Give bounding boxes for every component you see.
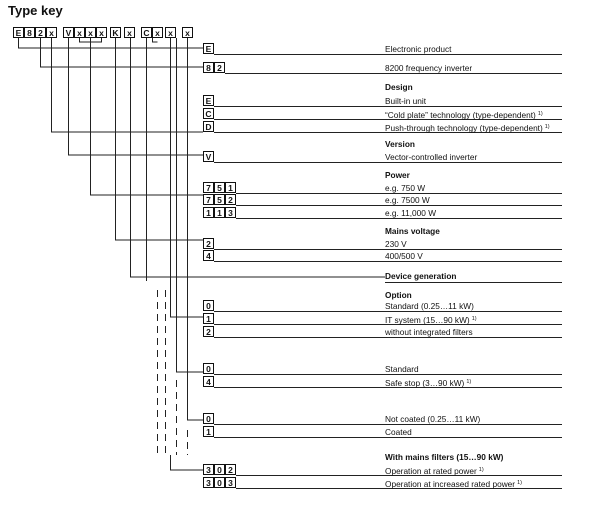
power-option-label: e.g. 11,000 W (385, 208, 437, 218)
code-box: 2 (203, 238, 214, 249)
design-option-label: “Cold plate” technology (type-dependent)… (385, 110, 543, 120)
generation-heading: Device generation (385, 271, 457, 281)
code-box: 8 (203, 62, 214, 73)
code-box: 5 (214, 194, 225, 205)
electronic-label: Electronic product (385, 44, 452, 54)
design-heading: Design (385, 82, 413, 92)
code-box: V (203, 151, 214, 162)
code-cell: x (46, 27, 57, 38)
power-option-label: e.g. 750 W (385, 183, 426, 193)
line-safety (176, 38, 203, 373)
mains-heading: Mains voltage (385, 226, 440, 236)
line-version (68, 38, 203, 156)
design-option-label: Push-through technology (type-dependent)… (385, 123, 550, 133)
code-box: 7 (203, 182, 214, 193)
code-cell: 2 (35, 27, 46, 38)
filters-heading: With mains filters (15…90 kW) (385, 452, 504, 462)
code-box: 7 (203, 194, 214, 205)
code-box: 3 (203, 464, 214, 475)
power-option-label: e.g. 7500 W (385, 195, 430, 205)
option-label: Standard (0.25…11 kW) (385, 301, 474, 311)
page-title: Type key (8, 3, 63, 18)
option-label: without integrated filters (385, 327, 473, 337)
version-heading: Version (385, 139, 415, 149)
code-box: 0 (214, 477, 225, 488)
coating-option-label: Coated (385, 427, 412, 437)
code-box: 5 (214, 182, 225, 193)
line-option (170, 38, 203, 318)
code-cell: C (141, 27, 152, 38)
line-generation (130, 38, 385, 278)
line-filters (170, 455, 203, 471)
code-box: 3 (203, 477, 214, 488)
code-cell: x (124, 27, 135, 38)
design-option-label: Built-in unit (385, 96, 427, 106)
line-mains (115, 38, 203, 241)
code-cell: x (74, 27, 85, 38)
code-box: E (203, 95, 214, 106)
code-box: 1 (203, 313, 214, 324)
code-box: C (203, 108, 214, 119)
code-cell: x (182, 27, 193, 38)
code-box: 2 (225, 194, 236, 205)
code-box: E (203, 43, 214, 54)
mains-option-label: 230 V (385, 239, 407, 249)
option-label: IT system (15…90 kW)1) (385, 315, 477, 325)
code-box: 1 (214, 207, 225, 218)
code-cell: V (63, 27, 74, 38)
code-box: 4 (203, 376, 214, 387)
line-design (51, 38, 203, 133)
safety-option-label: Safe stop (3…90 kW)1) (385, 378, 472, 388)
code-box: 2 (214, 62, 225, 73)
code-box: 4 (203, 250, 214, 261)
coating-option-label: Not coated (0.25…11 kW) (385, 414, 481, 424)
code-box: 1 (203, 426, 214, 437)
version-option-label: Vector-controlled inverter (385, 152, 478, 162)
code-box: 0 (203, 363, 214, 374)
power-heading: Power (385, 170, 410, 180)
inverter-label: 8200 frequency inverter (385, 63, 473, 73)
code-cell: x (165, 27, 176, 38)
code-box: 0 (214, 464, 225, 475)
code-cell: K (110, 27, 121, 38)
line-82 (40, 38, 203, 68)
code-box: 0 (203, 413, 214, 424)
code-box: D (203, 121, 214, 132)
code-cell: x (85, 27, 96, 38)
code-cell: x (96, 27, 107, 38)
code-box: 3 (225, 207, 236, 218)
code-box: 2 (225, 464, 236, 475)
line-power (90, 38, 203, 196)
code-cell: E (13, 27, 24, 38)
line-coating (187, 38, 203, 421)
line-e (18, 38, 203, 49)
code-box: 0 (203, 300, 214, 311)
code-box: 2 (203, 326, 214, 337)
mains-option-label: 400/500 V (385, 251, 423, 261)
code-cell: x (152, 27, 163, 38)
code-box: 1 (225, 182, 236, 193)
safety-option-label: Standard (385, 364, 419, 374)
code-box: 3 (225, 477, 236, 488)
code-box: 1 (203, 207, 214, 218)
code-cell: 8 (24, 27, 35, 38)
option-heading: Option (385, 290, 412, 300)
